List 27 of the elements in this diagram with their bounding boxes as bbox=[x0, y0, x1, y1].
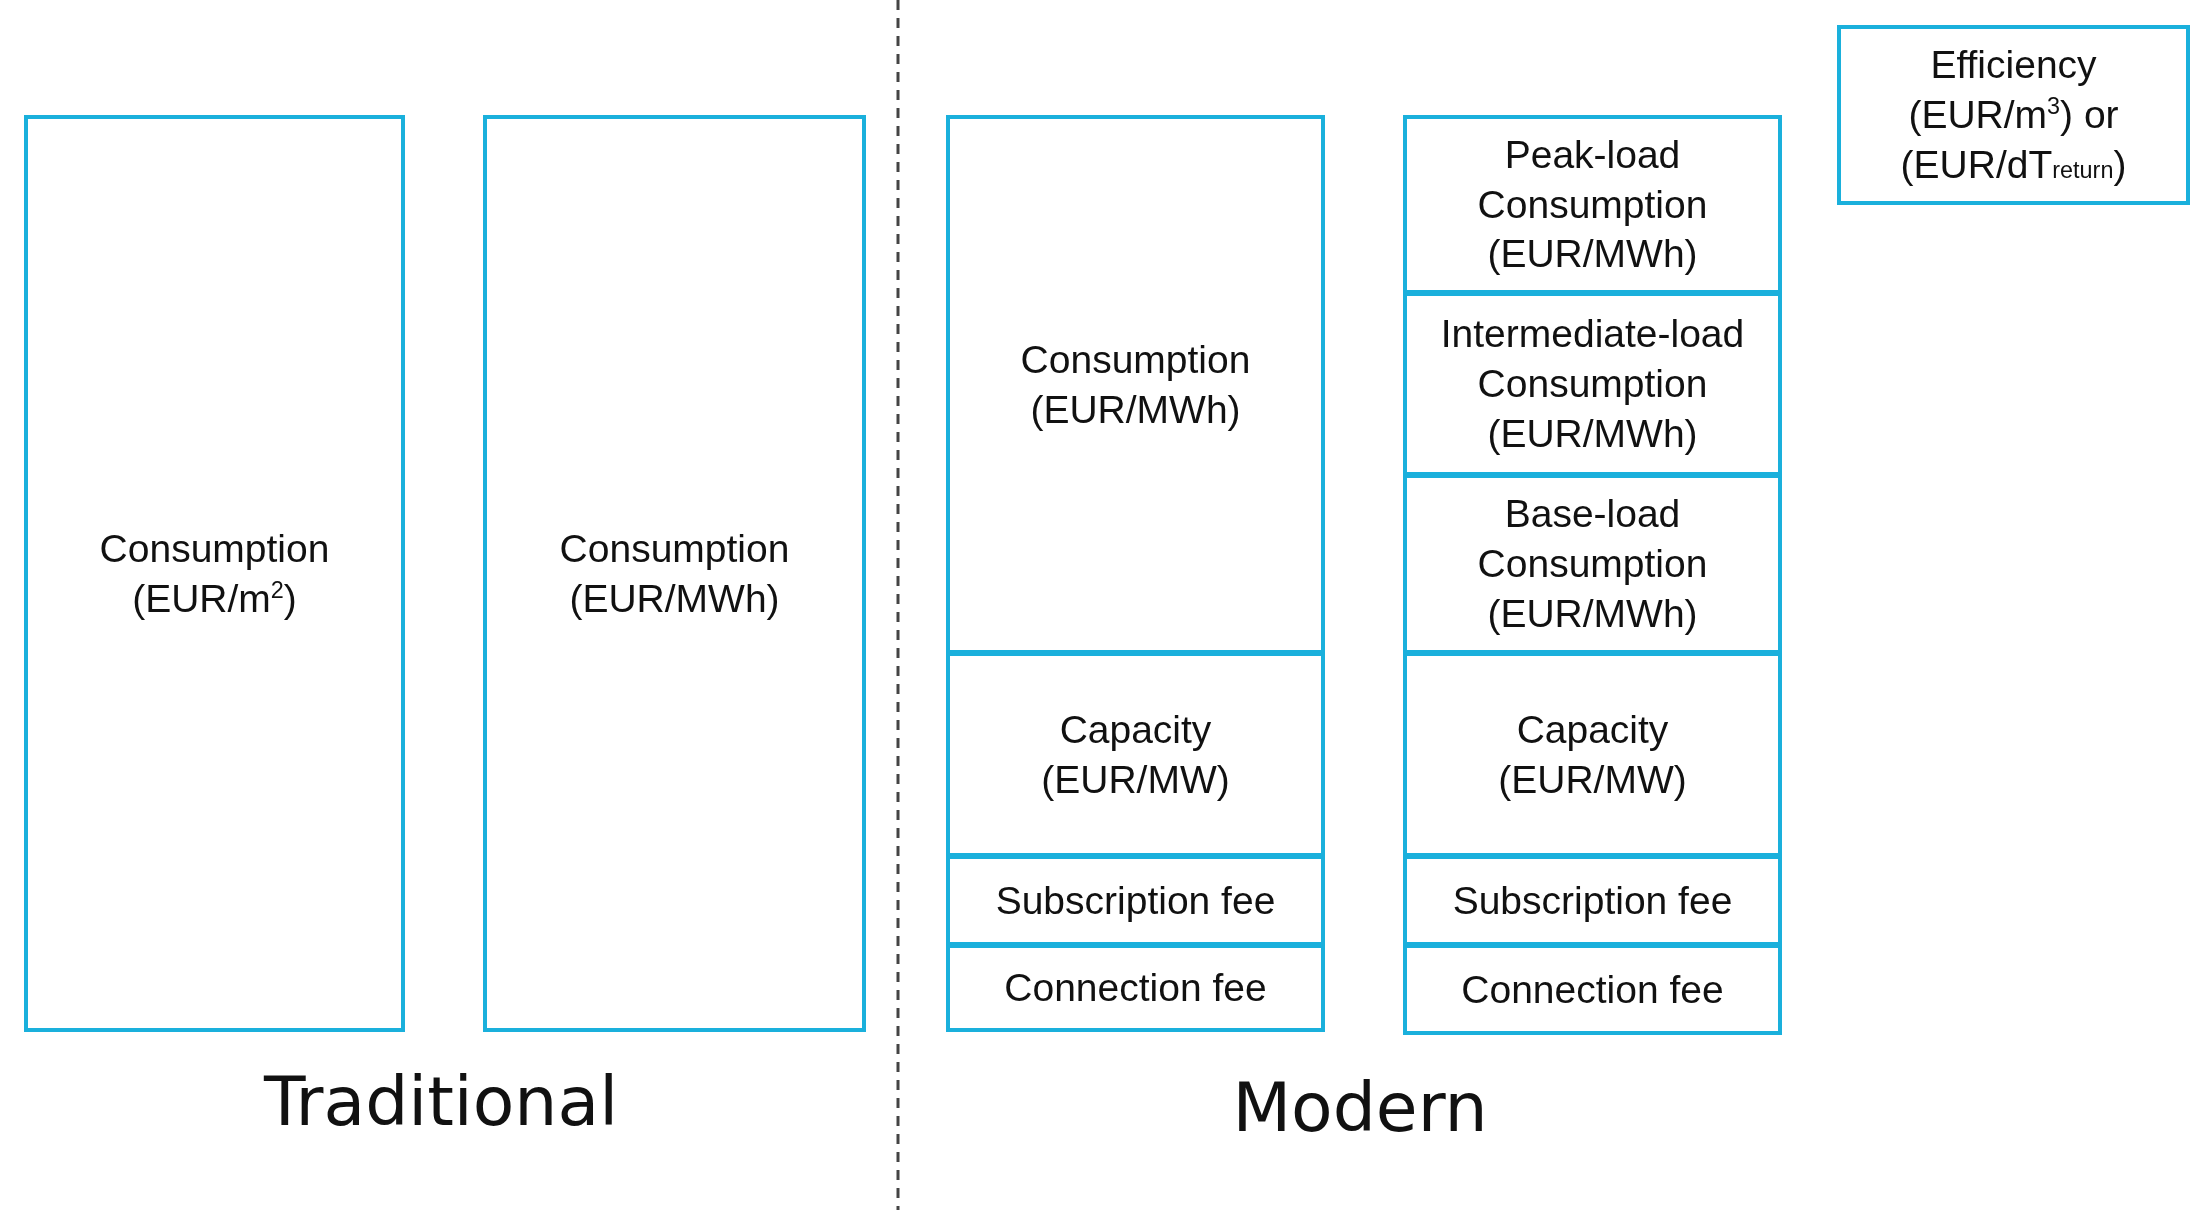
box-label: Subscription fee bbox=[995, 877, 1276, 924]
box-label: Consumption (EUR/MWh) bbox=[558, 525, 791, 622]
box-label: Subscription fee bbox=[1452, 877, 1733, 924]
price-component-box bbox=[946, 944, 1325, 1032]
box-label: Capacity (EUR/MW) bbox=[1040, 706, 1231, 803]
price-component-box bbox=[1403, 944, 1782, 1035]
section-heading: Modern bbox=[1232, 1068, 1488, 1147]
box-label: Capacity (EUR/MW) bbox=[1497, 706, 1688, 803]
box-label: Connection fee bbox=[1004, 965, 1267, 1012]
price-component-box bbox=[946, 855, 1325, 946]
box-label: Consumption (EUR/MWh) bbox=[1019, 336, 1252, 433]
box-label: Intermediate-load Consumption (EUR/MWh) bbox=[1439, 311, 1746, 457]
price-component-box bbox=[1403, 115, 1782, 294]
price-component-box bbox=[946, 652, 1325, 857]
box-label: Consumption (EUR/m$^{2}$) bbox=[98, 525, 331, 622]
section-heading: Traditional bbox=[264, 1062, 618, 1141]
box-label: Connection fee bbox=[1461, 966, 1724, 1013]
price-component-box bbox=[1837, 25, 2190, 205]
price-component-box bbox=[1403, 474, 1782, 654]
box-label: Base-load Consumption (EUR/MWh) bbox=[1476, 491, 1709, 637]
price-component-box bbox=[1403, 652, 1782, 857]
price-component-box bbox=[1403, 855, 1782, 946]
price-component-box bbox=[483, 115, 866, 1032]
price-component-box bbox=[946, 115, 1325, 654]
price-component-box bbox=[24, 115, 405, 1032]
price-component-box bbox=[1403, 292, 1782, 476]
box-label: Peak-load Consumption (EUR/MWh) bbox=[1476, 131, 1709, 278]
